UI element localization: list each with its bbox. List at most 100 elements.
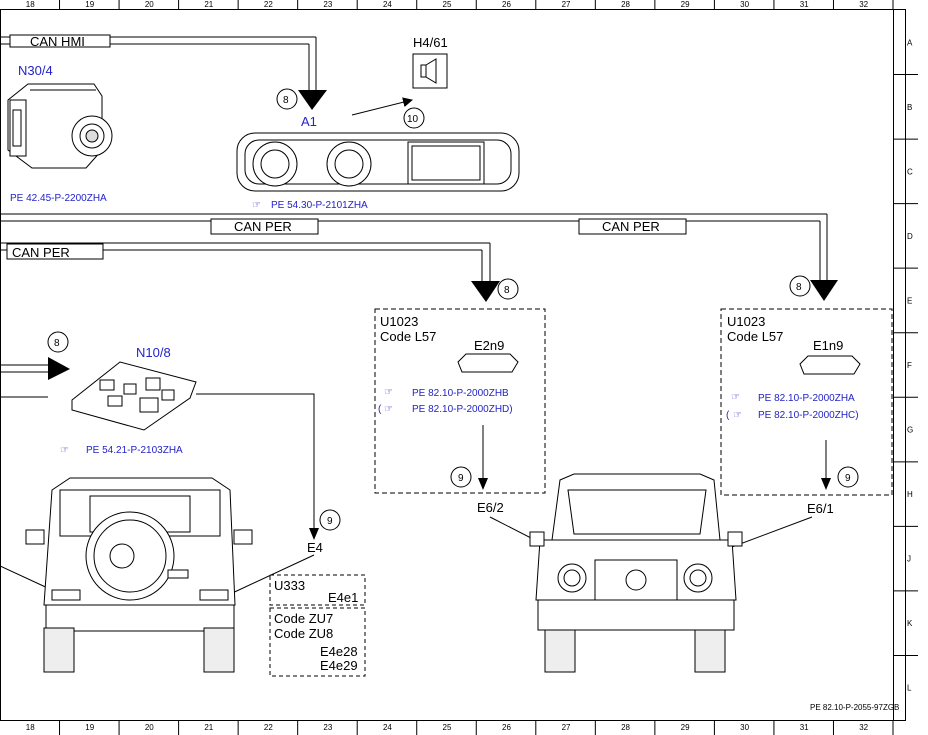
column-label-28: 28: [621, 0, 630, 9]
n10-8-to-e4-line: [196, 393, 315, 534]
e1n9-unit-icon: [799, 355, 861, 375]
hand-pointer-icon: ☞: [733, 410, 742, 421]
column-label-22: 22: [264, 0, 273, 9]
zu-item-2: E4e29: [320, 658, 358, 673]
can-per-label-3: CAN PER: [12, 245, 70, 260]
zu-code-box: Code ZU7 Code ZU8 E4e28 E4e29: [269, 607, 366, 677]
column-label-30: 30: [740, 0, 749, 9]
u1023-left-line2: Code L57: [380, 329, 436, 344]
row-label-A: A: [907, 38, 913, 47]
n10-8-label: N10/8: [136, 345, 171, 360]
column-label-21: 21: [204, 723, 213, 732]
column-label-26: 26: [502, 723, 511, 732]
vehicle-rear-view: [25, 477, 253, 673]
can-per-label-1: CAN PER: [234, 219, 292, 234]
column-label-30: 30: [740, 723, 749, 732]
row-label-G: G: [907, 426, 913, 435]
a1-ref: PE 54.30-P-2101ZHA: [271, 200, 368, 211]
column-label-19: 19: [85, 723, 94, 732]
u1023-left-paren: (: [378, 404, 382, 415]
column-label-25: 25: [443, 723, 452, 732]
n10-8-ref: PE 54.21-P-2103ZHA: [86, 445, 183, 456]
zu8-code: Code ZU8: [274, 626, 333, 641]
n10-8-input-bus: [0, 357, 70, 398]
column-label-20: 20: [145, 0, 154, 9]
marker-10: 10: [403, 107, 425, 129]
svg-text:8: 8: [504, 285, 510, 296]
h4-61-label: H4/61: [413, 35, 448, 50]
column-label-22: 22: [264, 723, 273, 732]
e4-left-leader-line: [0, 565, 53, 591]
column-label-31: 31: [800, 723, 809, 732]
row-label-D: D: [907, 232, 913, 241]
svg-text:9: 9: [845, 473, 851, 484]
hand-pointer-icon: ☞: [384, 387, 393, 398]
column-label-20: 20: [145, 723, 154, 732]
column-label-18: 18: [26, 0, 35, 9]
a1-label: A1: [301, 114, 317, 129]
e6-2-label: E6/2: [477, 500, 504, 515]
u333-code: U333: [274, 578, 305, 593]
u333-box: U333 E4e1: [269, 574, 366, 606]
marker-8-n10-8: 8: [47, 331, 69, 353]
u1023-left-group: U1023 Code L57 E2n9 ☞ PE 82.10-P-2000ZHB…: [374, 308, 546, 494]
column-label-18: 18: [26, 723, 35, 732]
svg-text:9: 9: [327, 516, 333, 527]
a1-instrument-cluster: A1 ☞ PE 54.30-P-2101ZHA: [236, 114, 520, 211]
can-per-bus-top: CAN PER CAN PER: [0, 213, 838, 301]
column-label-27: 27: [562, 723, 571, 732]
u1023-right-code: U1023: [727, 314, 765, 329]
column-label-31: 31: [800, 0, 809, 9]
e4-label: E4: [307, 540, 323, 555]
can-hmi-label: CAN HMI: [30, 34, 85, 49]
column-label-28: 28: [621, 723, 630, 732]
svg-text:8: 8: [283, 95, 289, 106]
u1023-right-group: U1023 Code L57 E1n9 ☞ PE 82.10-P-2000ZHA…: [720, 308, 893, 496]
hand-pointer-icon: ☞: [384, 404, 393, 415]
can-per-label-2: CAN PER: [602, 219, 660, 234]
row-label-H: H: [907, 490, 913, 499]
column-label-24: 24: [383, 0, 392, 9]
row-label-E: E: [907, 296, 912, 305]
svg-text:8: 8: [54, 338, 60, 349]
u1023-right-paren: (: [726, 410, 730, 421]
u1023-right-line2: Code L57: [727, 329, 783, 344]
hand-pointer-icon: ☞: [60, 445, 69, 456]
n30-4-module: N30/4 PE 42.45-P-2200ZHA: [7, 63, 113, 204]
row-label-F: F: [907, 361, 912, 370]
column-label-27: 27: [562, 0, 571, 9]
hand-pointer-icon: ☞: [252, 200, 261, 211]
u1023-right-ref2: PE 82.10-P-2000ZHC): [758, 410, 859, 421]
u1023-left-code: U1023: [380, 314, 418, 329]
e1n9-label: E1n9: [813, 338, 843, 353]
column-label-29: 29: [681, 723, 690, 732]
column-label-23: 23: [323, 723, 332, 732]
column-label-25: 25: [443, 0, 452, 9]
row-label-L: L: [907, 684, 912, 693]
zu-item-1: E4e28: [320, 644, 358, 659]
can-per-bus-middle: CAN PER: [0, 242, 500, 302]
u1023-right-ref1: PE 82.10-P-2000ZHA: [758, 393, 855, 404]
h4-61-speaker: H4/61: [412, 35, 448, 89]
h4-61-arrow: [351, 97, 413, 116]
row-label-B: B: [907, 103, 912, 112]
u333-item: E4e1: [328, 590, 358, 605]
u1023-left-ref1: PE 82.10-P-2000ZHB: [412, 388, 509, 399]
e2n9-unit-icon: [457, 353, 519, 373]
marker-8-left-u1023: 8: [497, 278, 519, 300]
svg-text:8: 8: [796, 282, 802, 293]
column-label-23: 23: [323, 0, 332, 9]
svg-text:10: 10: [407, 114, 419, 125]
row-label-K: K: [907, 619, 913, 628]
hand-pointer-icon: ☞: [731, 392, 740, 403]
column-label-29: 29: [681, 0, 690, 9]
u1023-left-ref2: PE 82.10-P-2000ZHD): [412, 404, 513, 415]
column-label-19: 19: [85, 0, 94, 9]
n30-4-label: N30/4: [18, 63, 53, 78]
n30-4-ref: PE 42.45-P-2200ZHA: [10, 193, 107, 204]
column-label-21: 21: [204, 0, 213, 9]
